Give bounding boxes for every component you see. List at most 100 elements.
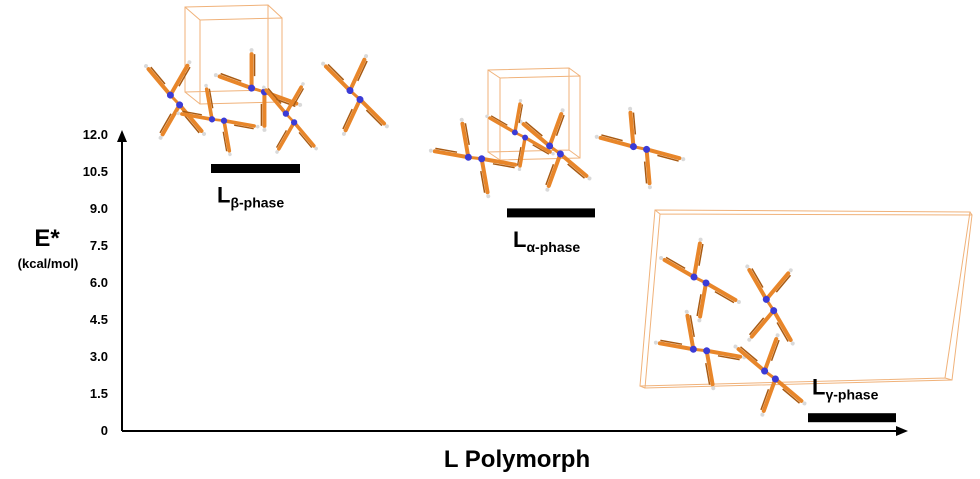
- hydrogen-atom: [545, 187, 550, 192]
- nitrogen-atom: [464, 153, 472, 161]
- nitrogen-atom: [629, 143, 637, 151]
- hydrogen-atom: [681, 157, 686, 162]
- phenyl-edge: [184, 115, 200, 134]
- phenyl-bond: [168, 63, 190, 98]
- phenyl-edge: [357, 60, 368, 82]
- nitrogen-atom: [522, 134, 529, 141]
- hydrogen-atom: [176, 111, 181, 116]
- phenyl-bond: [284, 85, 303, 116]
- nitrogen-atom: [762, 295, 770, 303]
- phenyl-bond: [177, 102, 204, 133]
- phenyl-edge: [567, 163, 585, 179]
- molecule-icon: [176, 83, 260, 157]
- y-tick-label: 3.0: [90, 349, 108, 364]
- y-tick-label: 1.5: [90, 386, 108, 401]
- nitrogen-atom: [703, 347, 711, 355]
- axes: [117, 130, 908, 436]
- gamma-phase-crystal-structure-image: [639, 209, 973, 417]
- phenyl-bond: [547, 112, 564, 149]
- nitrogen-atom: [166, 91, 174, 99]
- phenyl-edge: [751, 268, 764, 288]
- phenyl-bond: [749, 308, 776, 339]
- hydrogen-atom: [298, 102, 303, 107]
- phenyl-bond: [628, 110, 636, 149]
- nitrogen-atom: [478, 155, 486, 163]
- hydrogen-atom: [560, 108, 565, 113]
- phenyl-bond: [546, 151, 563, 188]
- nitrogen-atom: [770, 307, 778, 315]
- hydrogen-atom: [428, 148, 433, 153]
- beta-phase-crystal-structure-image: [143, 4, 389, 157]
- phenyl-bond: [662, 258, 696, 279]
- phenyl-edge: [518, 104, 524, 123]
- phenyl-edge: [365, 109, 383, 127]
- y-tick-label: 7.5: [90, 238, 108, 253]
- level-bar-beta: [211, 164, 300, 173]
- phenyl-edge: [178, 66, 191, 87]
- hydrogen-atom: [594, 134, 599, 139]
- phenyl-bond: [262, 89, 267, 128]
- hydrogen-atom: [711, 386, 716, 391]
- phenyl-edge: [717, 355, 740, 361]
- phenyl-bond: [160, 102, 182, 137]
- level-bar-alpha: [507, 208, 595, 218]
- phenyl-edge: [660, 339, 683, 345]
- y-tick-label: 0: [101, 423, 108, 438]
- phenyl-bond: [762, 337, 779, 374]
- phenyl-bond: [347, 57, 367, 93]
- phenyl-edge: [705, 362, 711, 385]
- hydrogen-atom: [517, 167, 522, 172]
- nitrogen-atom: [511, 129, 518, 136]
- hydrogen-atom: [204, 83, 208, 88]
- hydrogen-atom: [255, 124, 260, 129]
- level-label-beta: Lβ-phase: [217, 183, 284, 211]
- phenyl-bond: [146, 67, 173, 98]
- nitrogen-atom: [176, 101, 184, 109]
- phenyl-edge: [208, 88, 214, 109]
- phenyl-bond: [217, 74, 254, 91]
- nitrogen-atom: [346, 87, 354, 95]
- level-label-gamma: Lγ-phase: [812, 375, 879, 403]
- phenyl-edge: [222, 131, 228, 152]
- hydrogen-atom: [628, 106, 633, 111]
- phenyl-edge: [234, 124, 254, 130]
- phenyl-edge: [532, 144, 550, 155]
- phenyl-bond: [222, 118, 256, 128]
- level-label-alpha-main: L: [513, 227, 526, 252]
- hydrogen-atom: [364, 54, 369, 59]
- hydrogen-atom: [647, 185, 652, 190]
- phenyl-edge: [775, 274, 792, 293]
- phenyl-bond: [323, 64, 352, 93]
- y-tick-label: 6.0: [90, 275, 108, 290]
- phenyl-bond: [204, 87, 214, 122]
- molecule-icon: [428, 117, 522, 199]
- phenyl-bond: [521, 122, 552, 149]
- energy-levels: Lβ-phase Lα-phase Lγ-phase: [211, 164, 896, 423]
- phenyl-edge: [220, 72, 242, 82]
- phenyl-bond: [644, 147, 652, 186]
- hydrogen-atom: [760, 412, 765, 417]
- phenyl-bond: [704, 348, 743, 359]
- nitrogen-atom: [282, 110, 289, 117]
- level-label-beta-subscript: β-phase: [230, 195, 284, 211]
- hydrogen-atom: [745, 264, 750, 269]
- nitrogen-atom: [702, 279, 710, 287]
- hydrogen-atom: [249, 48, 254, 53]
- level-label-beta-main: L: [217, 183, 230, 208]
- nitrogen-atom: [643, 145, 651, 153]
- molecule-icon: [653, 309, 747, 391]
- phenyl-edge: [545, 163, 555, 186]
- hydrogen-atom: [736, 300, 741, 304]
- phenyl-edge: [770, 339, 780, 362]
- phenyl-edge: [342, 108, 353, 130]
- x-axis-arrow: [896, 426, 908, 436]
- phenyl-bond: [479, 156, 518, 167]
- phenyl-edge: [657, 154, 679, 162]
- phenyl-edge: [275, 130, 287, 148]
- hydrogen-atom: [486, 194, 491, 199]
- unit-cell-outline: [487, 67, 581, 161]
- hydrogen-atom: [587, 176, 592, 181]
- phenyl-bond: [277, 120, 296, 151]
- phenyl-edge: [253, 54, 256, 77]
